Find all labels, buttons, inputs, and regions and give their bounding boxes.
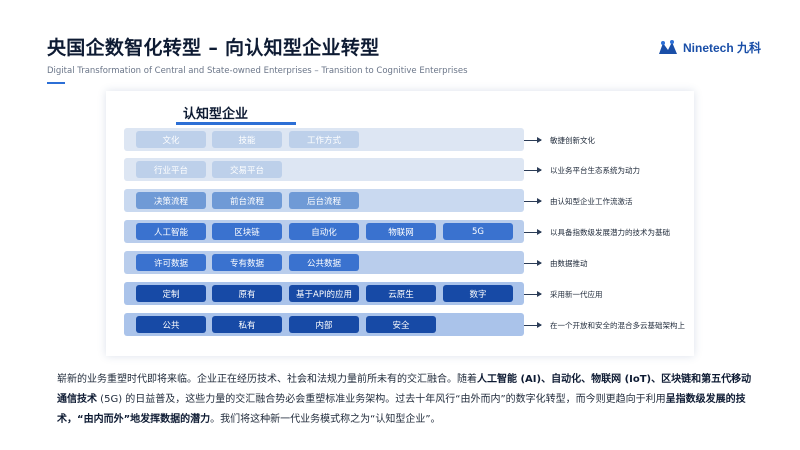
row-arrow [524, 291, 542, 297]
layer-row-infrastructure: 公共 私有 内部 安全 [124, 313, 524, 336]
layer-cell: 定制 [136, 285, 206, 302]
brand-logo: Ninetech 九科 [657, 39, 761, 56]
layer-cell: 私有 [212, 316, 282, 333]
layer-cell: 物联网 [366, 223, 436, 240]
layer-cell: 内部 [289, 316, 359, 333]
layer-description: 以具备指数级发展潜力的技术为基础 [550, 228, 670, 237]
layer-description: 敏捷创新文化 [550, 136, 595, 145]
layer-cell: 原有 [212, 285, 282, 302]
body-paragraph: 崭新的业务重塑时代即将来临。企业正在经历技术、社会和法规力量前所未有的交汇融合。… [57, 370, 757, 430]
layer-cell: 行业平台 [136, 161, 206, 178]
layer-description: 由数据推动 [550, 259, 588, 268]
layer-row-technology: 人工智能 区块链 自动化 物联网 5G [124, 220, 524, 243]
paragraph-text: 。我们将这种新一代业务模式称之为“认知型企业”。 [210, 414, 441, 425]
layer-cell: 决策流程 [136, 192, 206, 209]
layer-cell: 交易平台 [212, 161, 282, 178]
layer-cell: 公共数据 [289, 254, 359, 271]
layer-cell: 人工智能 [136, 223, 206, 240]
page-title: 央国企数智化转型 – 向认知型企业转型 [47, 37, 380, 59]
diagram-title: 认知型企业 [183, 107, 249, 122]
layer-cell: 自动化 [289, 223, 359, 240]
layer-cell: 许可数据 [136, 254, 206, 271]
layer-cell: 5G [443, 223, 513, 240]
paragraph-text: 崭新的业务重塑时代即将来临。企业正在经历技术、社会和法规力量前所未有的交汇融合。… [57, 374, 477, 385]
paragraph-emphasis: 人工智能 (AI)、自动化、物联网 (IoT)、区块链和第五代移动通信技术 [57, 374, 752, 405]
layer-cell: 专有数据 [212, 254, 282, 271]
ninetech-logo-icon [659, 39, 677, 54]
layer-description: 以业务平台生态系统为动力 [550, 166, 640, 175]
layer-cell: 云原生 [366, 285, 436, 302]
row-arrow [524, 229, 542, 235]
row-arrow [524, 322, 542, 328]
paragraph-emphasis: 呈指数级发展的技术，“由内而外”地发挥数据的潜力 [57, 394, 746, 425]
layer-cell: 数字 [443, 285, 513, 302]
layer-cell: 工作方式 [289, 131, 359, 148]
diagram-title-underline [176, 99, 296, 125]
layer-cell: 技能 [212, 131, 282, 148]
logo-text: Ninetech 九科 [683, 41, 762, 55]
paragraph-text: (5G) 的日益普及，这些力量的交汇融合势必会重塑标准业务架构。过去十年风行“由… [97, 394, 666, 405]
layer-row-workflow: 决策流程 前台流程 后台流程 [124, 189, 524, 212]
row-arrow [524, 167, 542, 173]
row-arrow [524, 260, 542, 266]
layer-row-platform: 行业平台 交易平台 [124, 158, 524, 181]
layer-description: 采用新一代应用 [550, 290, 603, 299]
layer-row-culture: 文化 技能 工作方式 [124, 128, 524, 151]
row-arrow [524, 198, 542, 204]
layer-cell: 公共 [136, 316, 206, 333]
layer-cell: 前台流程 [212, 192, 282, 209]
page-subtitle: Digital Transformation of Central and St… [47, 66, 468, 76]
layer-cell: 文化 [136, 131, 206, 148]
layer-cell: 后台流程 [289, 192, 359, 209]
row-arrow [524, 137, 542, 143]
layer-row-applications: 定制 原有 基于API的应用 云原生 数字 [124, 282, 524, 305]
layer-cell: 区块链 [212, 223, 282, 240]
layer-row-data: 许可数据 专有数据 公共数据 [124, 251, 524, 274]
layer-description: 由认知型企业工作流激活 [550, 197, 633, 206]
layer-cell: 基于API的应用 [289, 285, 359, 302]
layer-description: 在一个开放和安全的混合多云基础架构上 [550, 321, 685, 330]
layer-cell: 安全 [366, 316, 436, 333]
title-accent-line [47, 82, 65, 84]
